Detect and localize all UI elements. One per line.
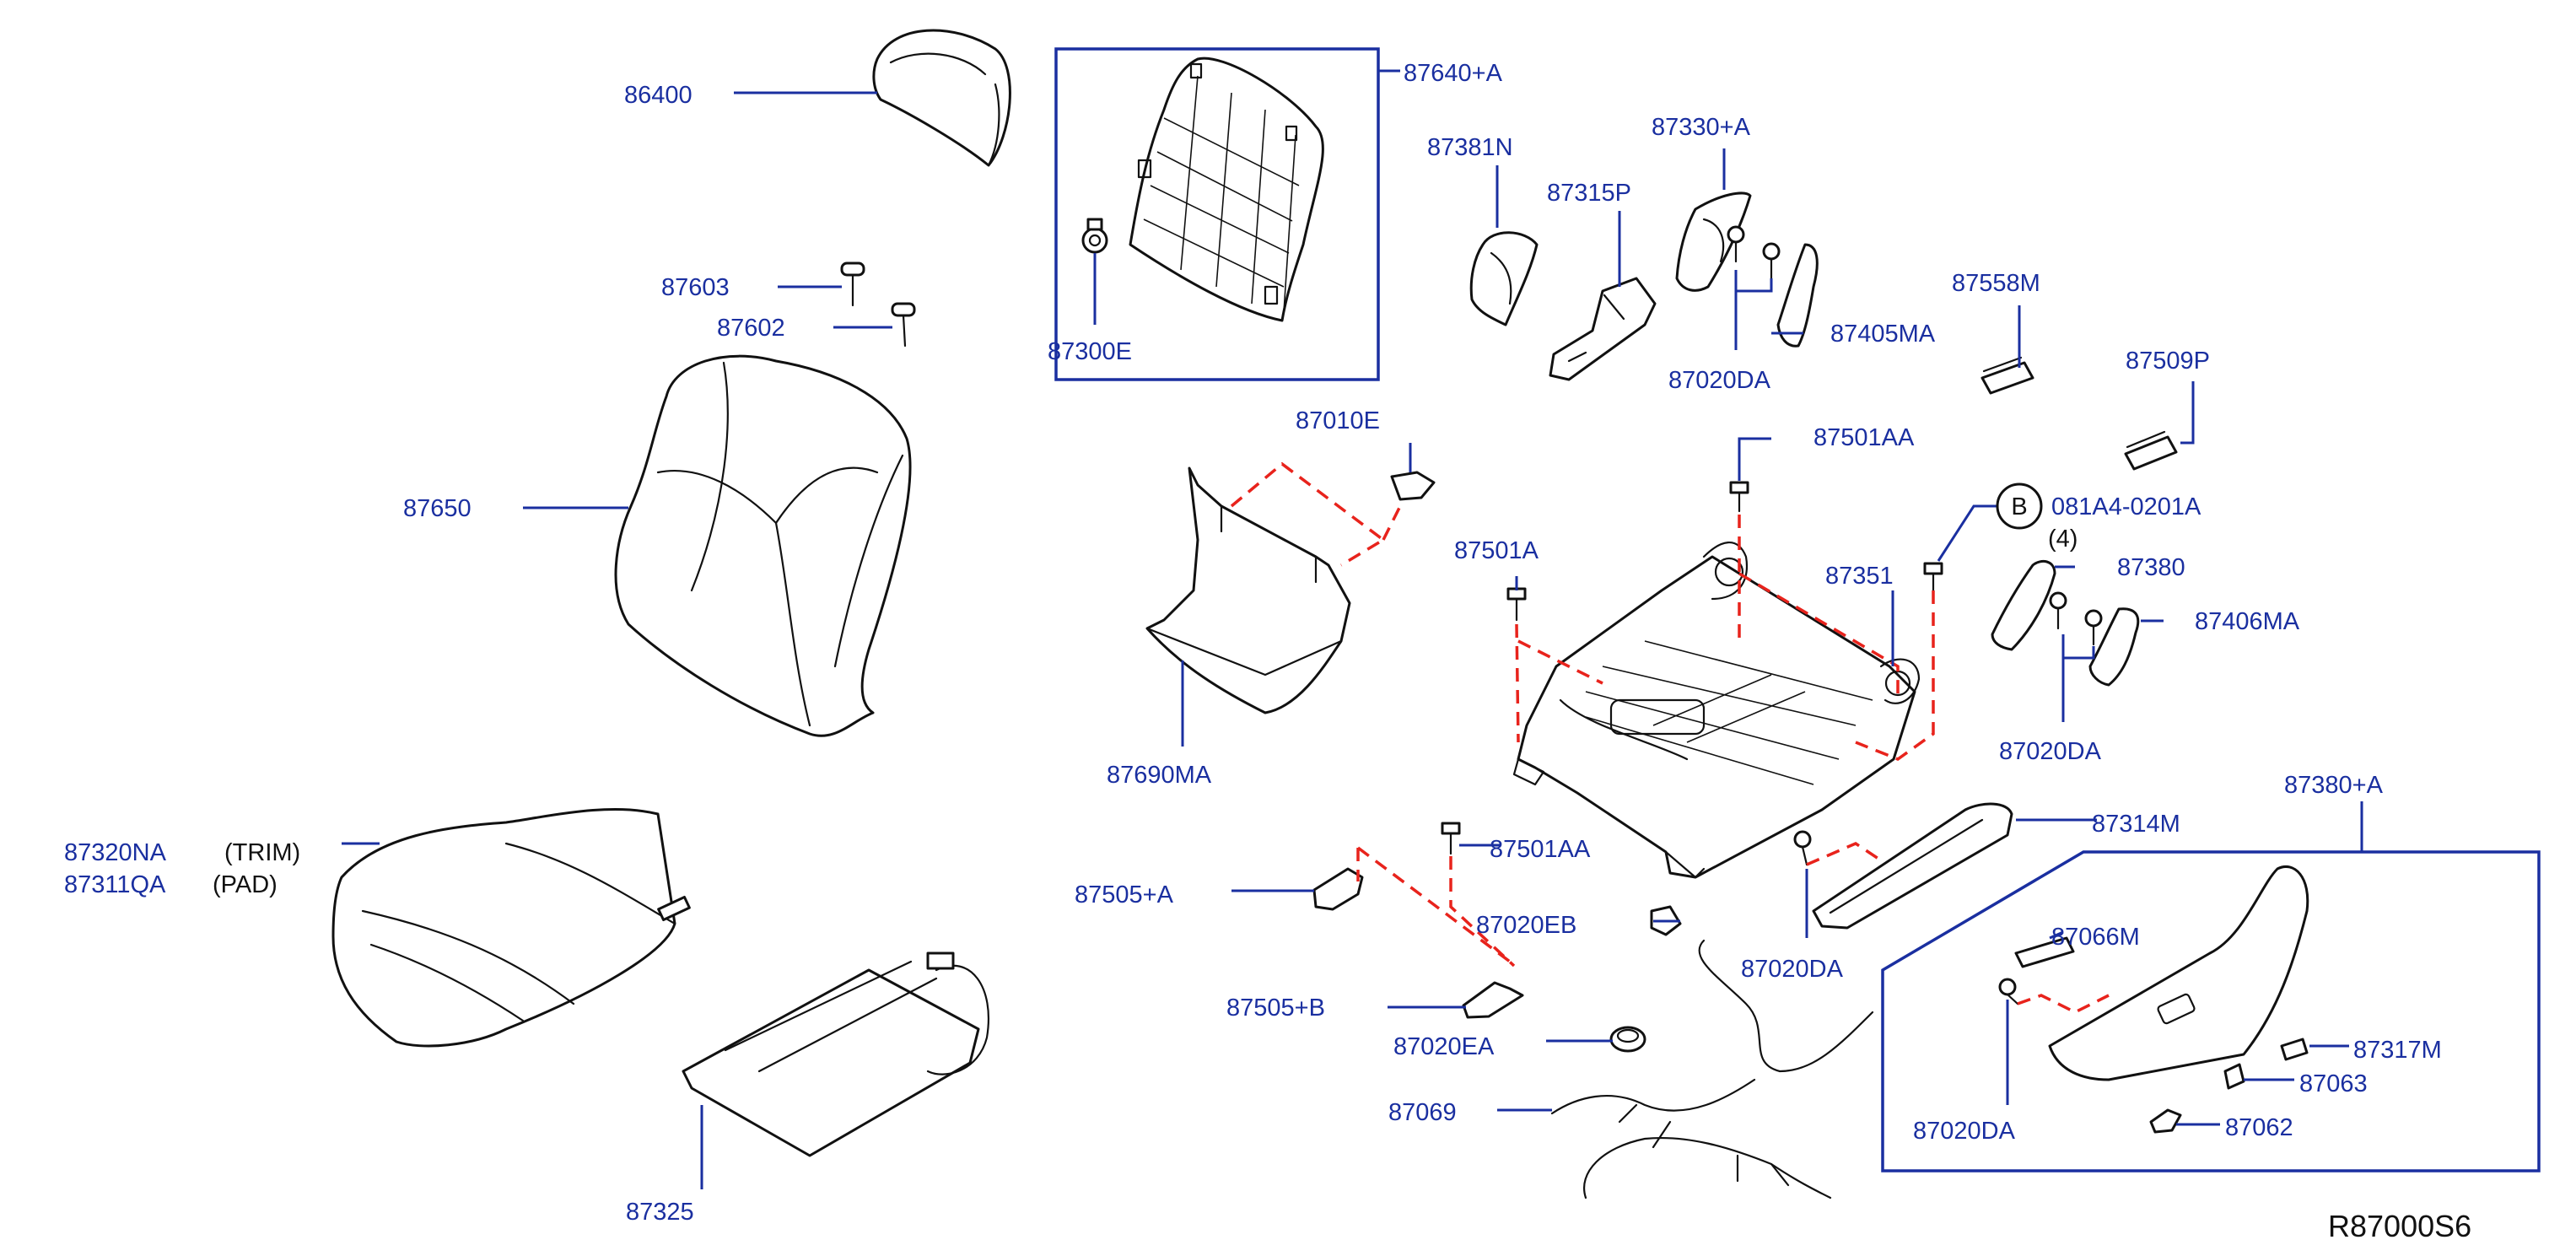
- label-87020EB: 87020EB: [1476, 912, 1576, 939]
- label-87320NA: 87320NA: [64, 839, 167, 866]
- label-87063: 87063: [2299, 1070, 2368, 1097]
- clip-87020EA: [1609, 1026, 1646, 1053]
- label-87406MA: 87406MA: [2195, 608, 2300, 635]
- frame-87640A: [1054, 47, 1380, 381]
- label-87020DA-right: 87020DA: [1999, 738, 2102, 765]
- label-87317M: 87317M: [2353, 1037, 2442, 1064]
- label-87020DA-box: 87020DA: [1913, 1118, 2016, 1145]
- cover-87380: [1991, 559, 2056, 651]
- reference-circle-b-letter: B: [2011, 493, 2027, 520]
- label-87381N: 87381N: [1427, 134, 1513, 161]
- screws-87020DA-top: [1727, 225, 1781, 280]
- screws-87020DA-right: [2049, 591, 2103, 646]
- label-87062: 87062: [2225, 1114, 2293, 1141]
- clip-87509P: [2124, 430, 2178, 471]
- bolt-081A4: [1923, 562, 1943, 592]
- label-87311QA: 87311QA: [64, 871, 166, 898]
- label-87300E: 87300E: [1048, 338, 1132, 365]
- label-87020DA-mid: 87020DA: [1741, 956, 1844, 983]
- label-87650: 87650: [403, 495, 472, 522]
- label-87505B: 87505+B: [1226, 995, 1325, 1022]
- label-87603: 87603: [661, 274, 730, 301]
- label-87558M: 87558M: [1952, 270, 2040, 297]
- finisher-87381N: [1469, 231, 1539, 326]
- rail-cover-87314M: [1812, 802, 2013, 930]
- bolt-87501AA-top: [1729, 481, 1749, 513]
- reference-circle-b: [1996, 482, 2043, 530]
- label-87380A: 87380+A: [2284, 772, 2384, 799]
- side-cover-87380A: [2048, 865, 2309, 1081]
- label-87405MA: 87405MA: [1830, 321, 1936, 348]
- knob-87505B: [1462, 981, 1524, 1019]
- clip-87558M: [1981, 356, 2034, 395]
- label-87325: 87325: [626, 1199, 694, 1226]
- frame-87380A: [1881, 850, 2541, 1172]
- clip-87300E: [1081, 218, 1108, 254]
- bolt-87501AA-mid: [1441, 822, 1461, 855]
- diagram-code: R87000S6: [2328, 1209, 2471, 1243]
- label-87690MA: 87690MA: [1107, 762, 1212, 789]
- label-87330A: 87330+A: [1652, 114, 1751, 141]
- label-87010E: 87010E: [1296, 407, 1380, 434]
- label-87380: 87380: [2117, 554, 2185, 581]
- label-pad: (PAD): [213, 871, 278, 898]
- knob-87317M: [2280, 1038, 2309, 1061]
- panel-87690MA: [1145, 466, 1351, 714]
- assembly-guides: [1230, 461, 2110, 1014]
- knob-87063: [2223, 1063, 2245, 1090]
- cover-87405MA: [1776, 243, 1819, 348]
- label-87501A: 87501A: [1454, 537, 1539, 564]
- seat-frame-87351: [1512, 542, 1921, 879]
- headrest-guide-87603: [840, 261, 865, 307]
- headrest-86400: [872, 29, 1011, 167]
- leader-lines: [342, 69, 2363, 1189]
- switch-87066M: [2014, 936, 2075, 968]
- bolt-87501A: [1506, 587, 1527, 622]
- knob-87505A: [1312, 867, 1364, 911]
- label-87501AA-top: 87501AA: [1813, 424, 1915, 451]
- label-081A4-0201A: 081A4-0201A: [2051, 493, 2201, 520]
- label-87315P: 87315P: [1547, 180, 1631, 207]
- label-trim: (TRIM): [224, 839, 300, 866]
- seatback-87650: [614, 354, 912, 737]
- screw-87020DA-mid: [1793, 830, 1812, 866]
- screw-87020DA-box: [1998, 978, 2019, 1005]
- label-87351: 87351: [1825, 563, 1894, 590]
- knob-87062: [2149, 1108, 2182, 1134]
- label-87602: 87602: [717, 315, 785, 342]
- pan-87325: [682, 951, 989, 1157]
- cover-87406MA: [2088, 607, 2140, 687]
- bracket-87315P: [1549, 277, 1657, 381]
- label-87066M: 87066M: [2051, 924, 2140, 951]
- headrest-guide-87602: [891, 302, 916, 348]
- cushion-87320NA: [331, 808, 691, 1048]
- quantity-4: (4): [2048, 526, 2078, 553]
- harness-87069: [1550, 939, 1874, 1199]
- label-87505A: 87505+A: [1075, 881, 1174, 908]
- back-panel-87640: [1129, 57, 1324, 322]
- label-87640A: 87640+A: [1404, 60, 1503, 87]
- clip-87010E: [1390, 471, 1436, 501]
- label-87314M: 87314M: [2092, 811, 2180, 838]
- label-87069: 87069: [1388, 1099, 1457, 1126]
- label-87509P: 87509P: [2126, 348, 2210, 375]
- label-87020DA-top: 87020DA: [1668, 367, 1771, 394]
- label-87020EA: 87020EA: [1393, 1033, 1495, 1060]
- hinge-cover-87330A: [1675, 191, 1752, 292]
- label-87501AA-mid: 87501AA: [1490, 836, 1591, 863]
- label-86400: 86400: [624, 82, 693, 109]
